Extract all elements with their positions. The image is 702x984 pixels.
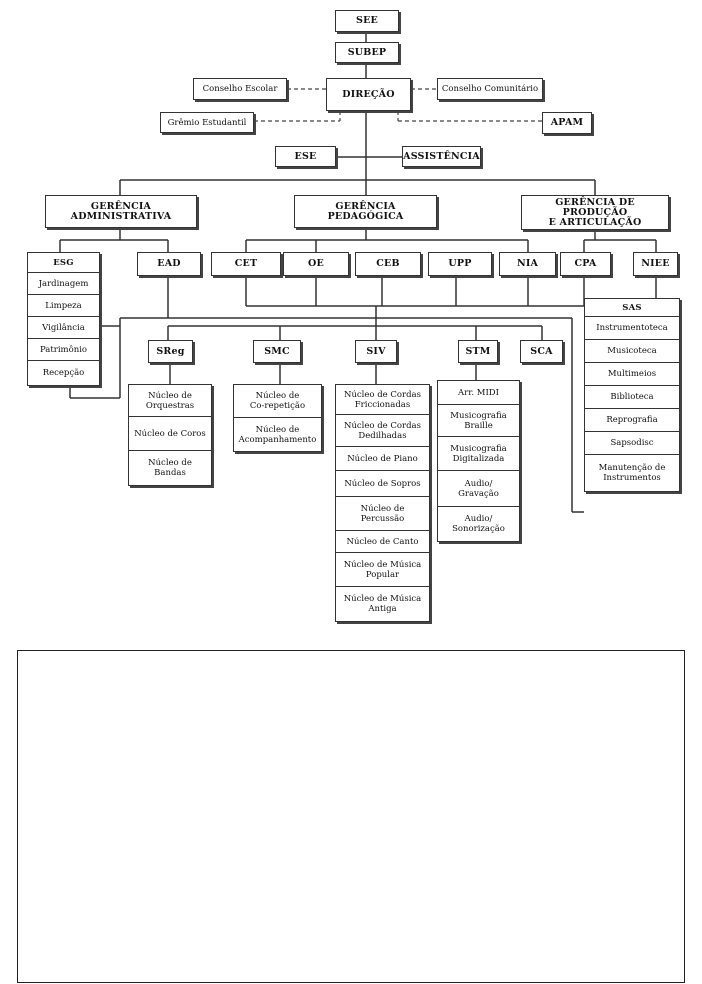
gerencia-administrativa-box: GERÊNCIA ADMINISTRATIVA [45, 195, 197, 228]
stm-item: Arr. MIDI [438, 381, 519, 405]
cpa-box: CPA [560, 252, 611, 276]
subep-box: SUBEP [335, 42, 399, 63]
oe-box: OE [283, 252, 349, 276]
sreg-item: Núcleo de Bandas [129, 451, 211, 485]
sas-stack: SAS Instrumentoteca Musicoteca Multimeio… [584, 298, 680, 492]
sas-item: Manutenção de Instrumentos [585, 455, 679, 491]
sas-item: Instrumentoteca [585, 317, 679, 340]
conselho-comunitario-box: Conselho Comunitário [437, 78, 543, 100]
esg-item: Vigilância [28, 317, 99, 339]
sas-item: Sapsodisc [585, 432, 679, 455]
smc-item: Núcleo de Acompanhamento [234, 418, 321, 451]
siv-stack: Núcleo de Cordas Friccionadas Núcleo de … [335, 384, 430, 622]
ceb-box: CEB [355, 252, 421, 276]
stm-box: STM [458, 340, 498, 363]
smc-stack: Núcleo de Co-repetição Núcleo de Acompan… [233, 384, 322, 452]
smc-item: Núcleo de Co-repetição [234, 385, 321, 418]
esg-item: Jardinagem [28, 273, 99, 295]
sas-title: SAS [585, 299, 679, 317]
siv-box: SIV [355, 340, 397, 363]
siv-item: Núcleo de Cordas Friccionadas [336, 385, 429, 415]
ead-box: EAD [137, 252, 201, 276]
stm-item: Audio/ Sonorização [438, 507, 519, 541]
stm-item: Musicografia Digitalizada [438, 437, 519, 471]
direcao-box: DIREÇÃO [326, 78, 411, 111]
esg-item: Recepção [28, 361, 99, 385]
gremio-estudantil-box: Grêmio Estudantil [160, 112, 254, 133]
siv-item: Núcleo de Música Popular [336, 553, 429, 587]
sreg-stack: Núcleo de Orquestras Núcleo de Coros Núc… [128, 384, 212, 486]
sca-box: SCA [520, 340, 563, 363]
stm-item: Audio/ Gravação [438, 471, 519, 507]
sas-item: Biblioteca [585, 386, 679, 409]
empty-lower-frame [17, 650, 685, 983]
niee-box: NIEE [633, 252, 678, 276]
smc-box: SMC [253, 340, 301, 363]
esg-item: Patrimônio [28, 339, 99, 361]
siv-item: Núcleo de Percussão [336, 497, 429, 531]
sas-item: Multimeios [585, 363, 679, 386]
siv-item: Núcleo de Cordas Dedilhadas [336, 415, 429, 447]
nia-box: NIA [499, 252, 556, 276]
siv-item: Núcleo de Sopros [336, 471, 429, 497]
gerencia-pedagogica-box: GERÊNCIA PEDAGÓGICA [294, 195, 437, 228]
see-box: SEE [335, 10, 399, 32]
siv-item: Núcleo de Música Antiga [336, 587, 429, 621]
conselho-escolar-box: Conselho Escolar [193, 78, 287, 100]
apam-box: APAM [542, 112, 592, 134]
assistencia-box: ASSISTÊNCIA [402, 146, 481, 167]
sreg-box: SReg [148, 340, 193, 363]
cet-box: CET [211, 252, 281, 276]
stm-stack: Arr. MIDI Musicografia Braille Musicogra… [437, 380, 520, 542]
esg-title: ESG [28, 253, 99, 273]
sreg-item: Núcleo de Coros [129, 417, 211, 451]
sas-item: Reprografia [585, 409, 679, 432]
ese-box: ESE [275, 146, 336, 167]
sreg-item: Núcleo de Orquestras [129, 385, 211, 417]
siv-item: Núcleo de Canto [336, 531, 429, 553]
gerencia-producao-box: GERÊNCIA DE PRODUÇÃO E ARTICULAÇÃO [521, 195, 669, 230]
esg-stack: ESG Jardinagem Limpeza Vigilância Patrim… [27, 252, 100, 386]
siv-item: Núcleo de Piano [336, 447, 429, 471]
sas-item: Musicoteca [585, 340, 679, 363]
esg-item: Limpeza [28, 295, 99, 317]
upp-box: UPP [428, 252, 492, 276]
stm-item: Musicografia Braille [438, 405, 519, 437]
